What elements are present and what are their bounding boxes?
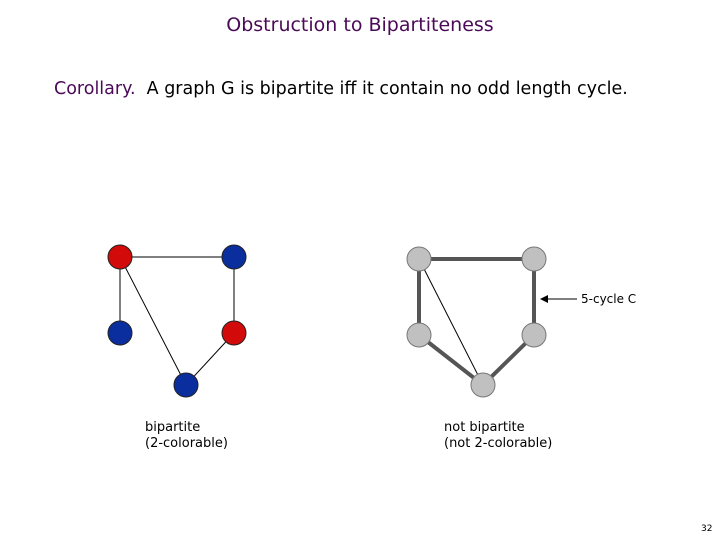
right-caption-line1: not bipartite (444, 420, 525, 435)
corollary-text: A graph G is bipartite iff it contain no… (146, 79, 628, 99)
right-node-mid-left (406, 322, 432, 348)
cycle-label: 5-cycle C (581, 292, 637, 306)
corollary-statement: Corollary. A graph G is bipartite iff it… (54, 79, 628, 99)
left-graph-edges (119, 256, 235, 386)
left-node-mid-right (221, 320, 247, 346)
right-chord-edge (418, 258, 484, 386)
left-node-top-left (107, 244, 133, 270)
left-caption-line2: (2-colorable) (145, 436, 228, 451)
page-number: 32 (701, 524, 713, 534)
left-graph-caption: bipartite (2-colorable) (145, 420, 228, 452)
right-node-top-right (521, 246, 547, 272)
right-node-mid-right (521, 322, 547, 348)
right-node-top-left (406, 246, 432, 272)
corollary-label: Corollary. (54, 79, 136, 99)
left-node-bottom (173, 372, 199, 398)
slide-title: Obstruction to Bipartiteness (226, 14, 494, 36)
left-edge (119, 256, 187, 386)
right-graph-nodes (406, 246, 547, 398)
left-caption-line1: bipartite (145, 420, 201, 435)
left-node-top-right (221, 244, 247, 270)
left-graph-nodes (107, 244, 247, 398)
cycle-edge (417, 333, 485, 387)
left-node-mid-left (107, 320, 133, 346)
right-graph-caption: not bipartite (not 2-colorable) (444, 420, 552, 452)
right-graph-edges (417, 257, 536, 387)
right-caption-line2: (not 2-colorable) (444, 436, 553, 451)
right-node-bottom (470, 372, 496, 398)
